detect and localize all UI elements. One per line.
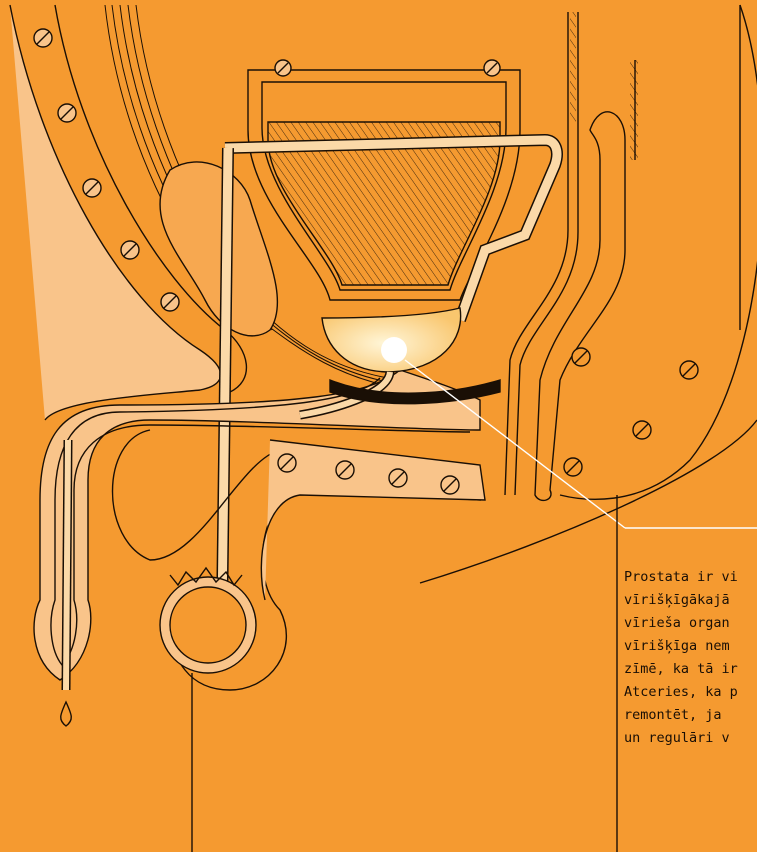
penis-shaft	[34, 370, 480, 726]
right-bolts	[564, 348, 698, 476]
prostate-highlight-dot	[381, 337, 407, 363]
caption-line: vīrišķīga nem	[624, 635, 757, 658]
pointer-line	[405, 360, 757, 528]
lower-loop	[113, 430, 486, 852]
caption-line: un regulāri v	[624, 727, 757, 750]
right-edge-curve	[560, 5, 757, 499]
caption-text: Prostata ir vi vīrišķīgākajā vīrieša org…	[624, 566, 757, 750]
outer-contour-curve	[420, 420, 757, 583]
caption-line: Atceries, ka p	[624, 681, 757, 704]
seminal-vesicle	[160, 162, 277, 336]
caption-line: vīrieša organ	[624, 612, 757, 635]
caption-line: zīmē, ka tā ir	[624, 658, 757, 681]
urine-drop	[61, 702, 72, 726]
rectum-tube	[505, 5, 740, 500]
caption-line: vīrišķīgākajā	[624, 589, 757, 612]
caption-line: remontēt, ja	[624, 704, 757, 727]
caption-line: Prostata ir vi	[624, 566, 757, 589]
testicle-inner	[170, 587, 246, 663]
